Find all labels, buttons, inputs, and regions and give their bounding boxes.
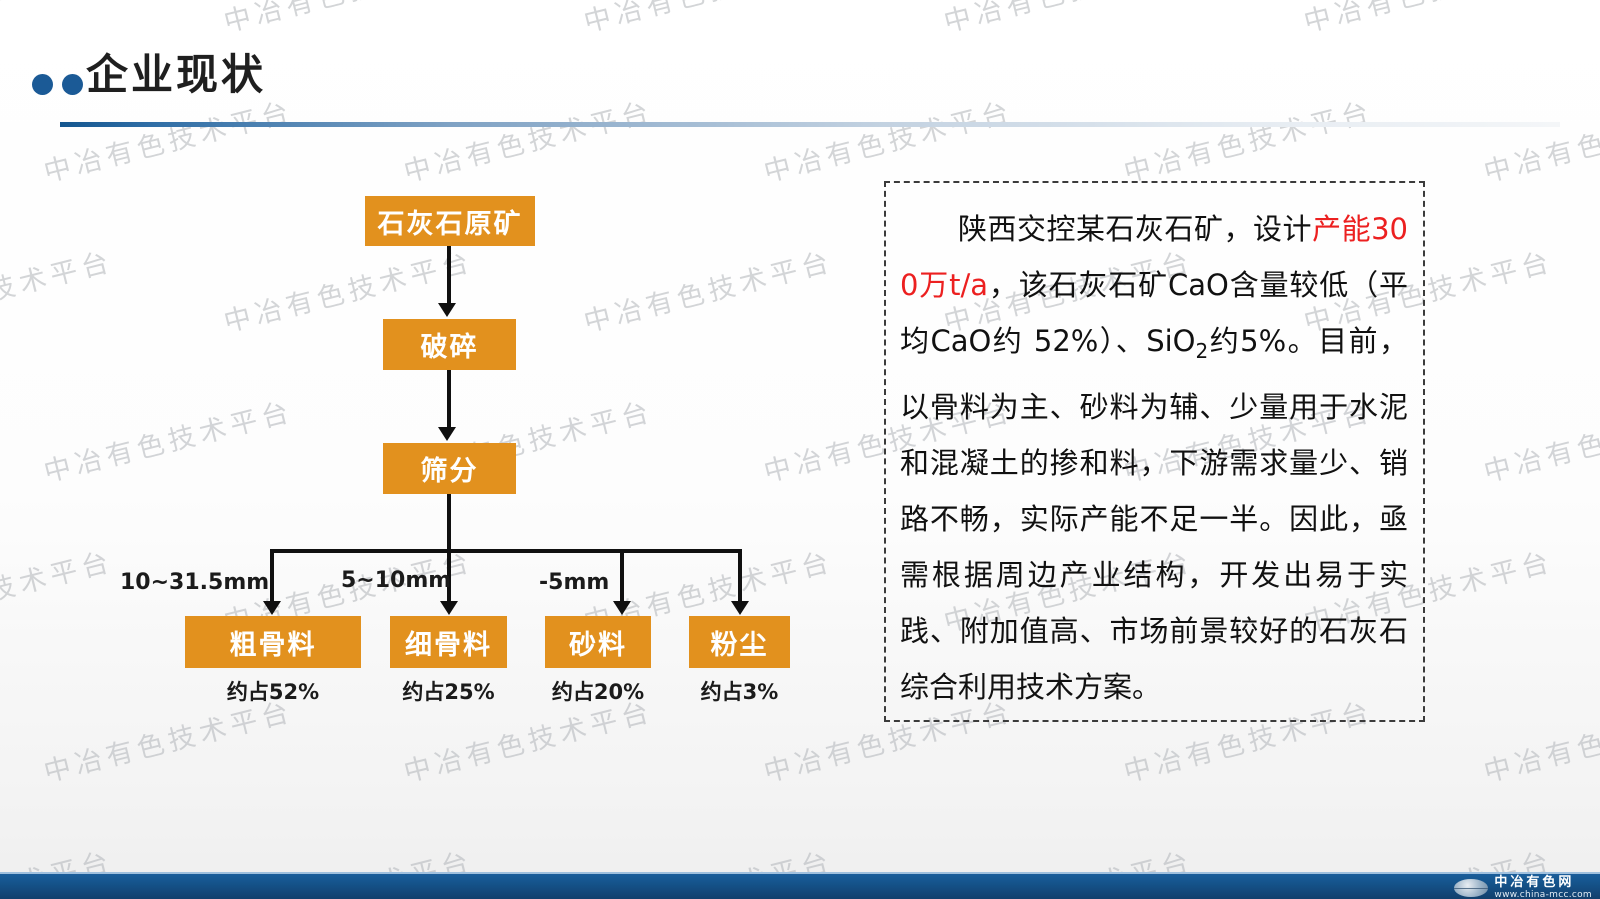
description-text: 陕西交控某石灰石矿，设计产能300万t/a，该石灰石矿CaO含量较低（平均CaO… — [900, 201, 1408, 715]
size-label-coarse: 10~31.5mm — [120, 570, 270, 595]
logo-text-group: 中冶有色网 www.china-mcc.com — [1494, 876, 1592, 899]
connector-ore-to-crush — [447, 246, 451, 304]
flow-node-raw-limestone: 石灰石原矿 — [365, 196, 535, 246]
arrowhead-screen — [438, 427, 456, 441]
description-segment-2: ，该石灰石矿CaO含量较低（平均CaO约 52%）、SiO — [900, 268, 1408, 358]
description-segment-3: 2 — [1195, 338, 1209, 363]
process-flow-diagram: 石灰石原矿 破碎 筛分 粗骨料 细骨料 砂料 粉尘 10~31.5mm 5~10… — [0, 0, 900, 760]
flow-node-fine-aggregate: 细骨料 — [390, 616, 507, 668]
share-label-coarse: 约占52% — [226, 680, 320, 704]
flow-node-screening: 筛分 — [383, 443, 516, 494]
arrowhead-crush — [438, 303, 456, 317]
watermark-text: 中冶有色技术平台 — [1480, 696, 1600, 789]
arrowhead-fine — [440, 601, 458, 615]
site-logo: 中冶有色网 www.china-mcc.com — [1454, 876, 1592, 899]
watermark-text: 中冶有色技术平台 — [1299, 0, 1557, 39]
flow-node-crushing: 破碎 — [383, 319, 516, 370]
flow-node-dust: 粉尘 — [689, 616, 790, 668]
share-label-sand: 约占20% — [551, 680, 645, 704]
watermark-text: 中冶有色技术平台 — [1480, 396, 1600, 489]
share-label-dust: 约占3% — [700, 680, 779, 704]
connector-branch-bus — [270, 549, 740, 553]
globe-icon — [1454, 879, 1489, 897]
page-title: 企业现状 — [86, 50, 267, 99]
connector-crush-to-screen — [447, 370, 451, 428]
logo-name: 中冶有色网 — [1494, 875, 1575, 890]
arrowhead-dust — [731, 601, 749, 615]
flow-node-sand: 砂料 — [545, 616, 651, 668]
title-bullet-dot-2 — [62, 74, 83, 95]
watermark-text: 中冶有色技术平台 — [1480, 96, 1600, 189]
logo-website: www.china-mcc.com — [1494, 890, 1592, 899]
connector-screen-down — [447, 494, 451, 551]
branch-drop-coarse — [270, 549, 274, 605]
size-label-fine: 5~10mm — [341, 568, 452, 593]
description-segment-0: 陕西交控某石灰石矿，设计 — [958, 212, 1313, 246]
description-segment-4: 约5%。目前，以骨料为主、砂料为辅、少量用于水泥和混凝土的掺和料，下游需求量少、… — [900, 324, 1408, 704]
title-bullet-dot-1 — [32, 74, 53, 95]
branch-drop-fine — [447, 549, 451, 605]
title-underline-rule — [60, 122, 1560, 127]
branch-drop-dust — [738, 549, 742, 605]
footer-bar — [0, 872, 1600, 899]
arrowhead-coarse — [263, 601, 281, 615]
size-label-sand: -5mm — [539, 570, 610, 595]
flow-node-coarse-aggregate: 粗骨料 — [185, 616, 361, 668]
share-label-fine: 约占25% — [402, 680, 495, 704]
watermark-text: 中冶有色技术平台 — [1120, 96, 1377, 189]
description-panel: 陕西交控某石灰石矿，设计产能300万t/a，该石灰石矿CaO含量较低（平均CaO… — [884, 181, 1425, 722]
arrowhead-sand — [613, 601, 631, 615]
watermark-text: 中冶有色技术平台 — [939, 0, 1197, 39]
branch-drop-sand — [620, 549, 624, 605]
description-segment-1: 产能300万t/a — [900, 212, 1408, 302]
